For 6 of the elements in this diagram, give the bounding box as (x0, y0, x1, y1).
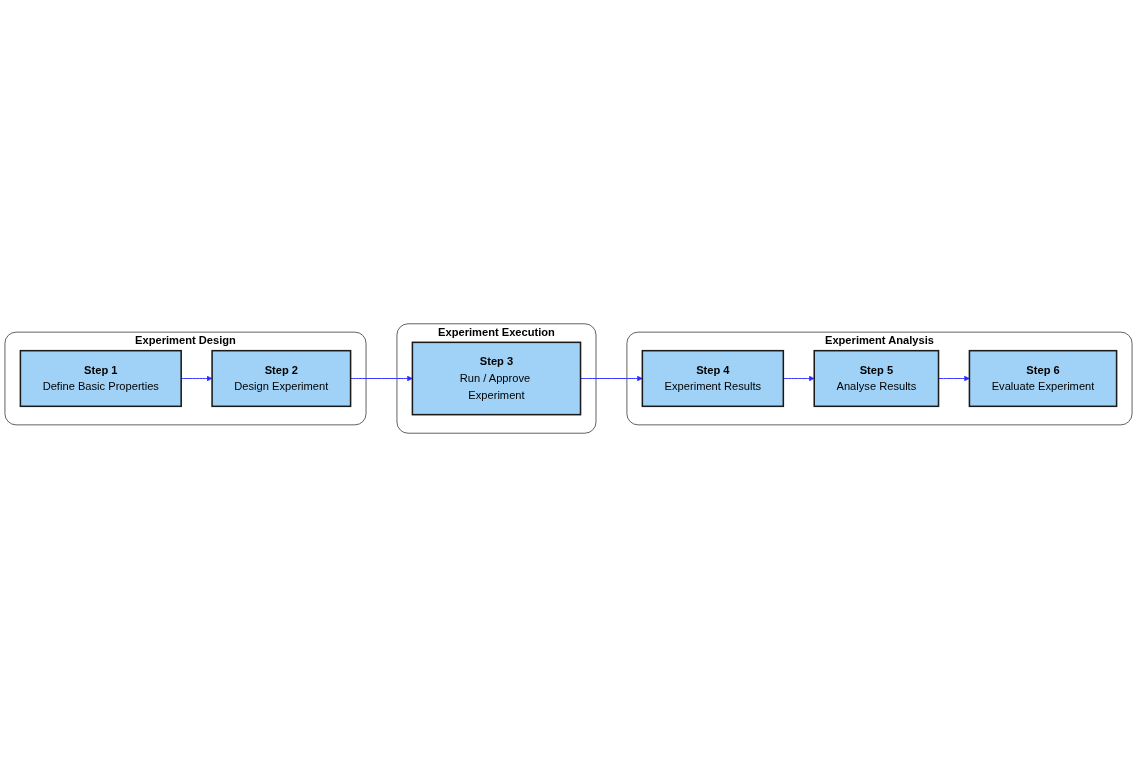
node-box: Step 4 Experiment Results (641, 349, 785, 408)
node-box: Step 5 Analyse Results (813, 349, 940, 408)
node-box: Step 1 Define Basic Properties (19, 349, 182, 408)
node-box: Step 2 Design Experiment (211, 349, 352, 408)
node-box: Step 6 Evaluate Experiment (968, 349, 1118, 408)
node-box: Step 3 Run / Approve Experiment (411, 341, 582, 416)
